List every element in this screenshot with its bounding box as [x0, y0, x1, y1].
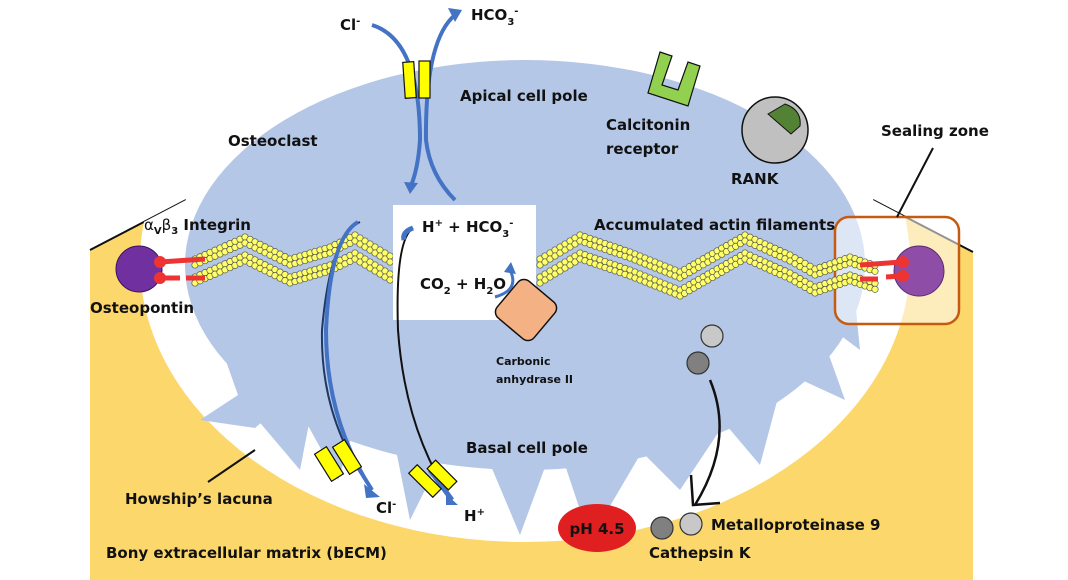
carbonic-anhydrase-label-2: anhydrase II	[496, 373, 573, 386]
basal-cl-channel	[313, 220, 380, 498]
bone-surface-left	[89, 199, 187, 251]
osteoclast-label: Osteoclast	[228, 132, 318, 150]
actin-bead	[871, 267, 879, 275]
cathepsin-vesicle	[686, 351, 710, 375]
integrin-label: αVβ3 Integrin	[144, 216, 251, 237]
integrin-left	[154, 256, 206, 284]
howship-pointer	[207, 449, 256, 483]
actin-label: Accumulated actin filaments	[594, 216, 835, 234]
mmp9-vesicle	[700, 324, 724, 348]
catalysis-arrowhead	[504, 262, 516, 274]
ph-badge	[558, 504, 636, 552]
howships-lacuna-label: Howship’s lacuna	[125, 490, 273, 508]
sealing-zone-pointer	[896, 147, 934, 218]
actin-bead	[871, 285, 879, 293]
becm-label: Bony extracellular matrix (bECM)	[106, 544, 387, 562]
osteopontin-left	[115, 245, 163, 293]
reaction-products: H+ + HCO3-	[422, 218, 513, 240]
secretion-arrowhead	[689, 474, 721, 507]
basal-pole-label: Basal cell pole	[466, 439, 588, 457]
ph-label: pH 4.5	[569, 520, 624, 538]
actin-bead	[386, 276, 394, 284]
actin-bead	[386, 252, 394, 260]
cl-top-label: Cl-	[340, 16, 360, 34]
actin-bead	[386, 258, 394, 266]
rank-label: RANK	[731, 170, 780, 188]
cathepsin-k-secreted	[650, 516, 674, 540]
osteopontin-label: Osteopontin	[90, 299, 194, 317]
integrin-right	[859, 256, 909, 282]
secretion-arrow	[693, 379, 721, 506]
calcitonin-label-2: receptor	[606, 140, 679, 158]
actin-bead	[386, 270, 394, 278]
apical-exchanger	[371, 8, 462, 202]
h-bottom-label: H+	[464, 507, 485, 525]
carbonic-anhydrase-label-1: Carbonic	[496, 355, 550, 368]
carbonic-anhydrase-shape	[494, 278, 558, 342]
rank-receptor-icon	[741, 96, 809, 164]
calcitonin-label-1: Calcitonin	[606, 116, 690, 134]
mmp9-label: Metalloproteinase 9	[711, 516, 880, 534]
reaction-substrates: CO2 + H2O	[420, 275, 506, 297]
sealing-zone-label: Sealing zone	[881, 122, 989, 140]
mmp9-secreted	[679, 512, 703, 536]
basal-proton-pump	[396, 225, 458, 505]
hco3-top-label: HCO3-	[471, 6, 518, 28]
apical-pole-label: Apical cell pole	[460, 87, 588, 105]
cathepsin-k-label: Cathepsin K	[649, 544, 752, 562]
cl-bottom-label: Cl-	[376, 499, 396, 517]
calcitonin-receptor-icon	[647, 51, 701, 107]
